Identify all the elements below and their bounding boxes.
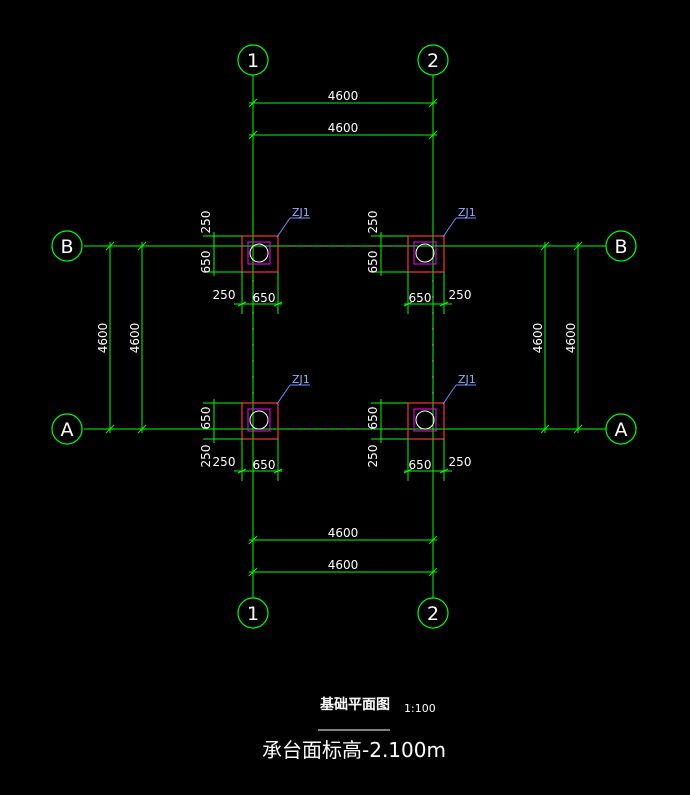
dim-cap-a2-width: 650 [409,458,432,472]
dim-cap-b2-height: 650 [366,251,380,274]
dimension-lines-horizontal [248,98,438,577]
dim-cap-a2-offset-y: 250 [366,445,380,468]
axis-label-1-top: 1 [247,50,259,72]
dim-cap-b1-offset-x: 250 [213,288,236,302]
dim-cap-b2-width: 650 [409,291,432,305]
dim-cap-a1-height: 650 [199,407,213,430]
drawing-scale: 1:100 [404,702,436,715]
dim-cap-b2-offset-y: 250 [366,211,380,234]
pile-cap-b2: 650 250 250 650 ZJ1 [366,206,476,314]
dim-cap-b1-width: 650 [253,291,276,305]
axis-label-a-right: A [615,419,628,441]
pile-cap-a1: 650 250 250 650 ZJ1 [199,373,310,481]
dim-left-2: 4600 [128,323,142,354]
dim-left-1: 4600 [96,323,110,354]
dim-cap-a1-width: 650 [253,458,276,472]
axis-bubble-1-bottom: 1 [237,597,269,629]
dim-bottom-1: 4600 [328,526,359,540]
axis-bubble-b-left: B [51,230,83,262]
tag-cap-b2: ZJ1 [458,206,476,219]
axis-label-b-left: B [60,236,73,258]
pile-cap-b1: 650 250 250 650 ZJ1 [199,206,310,314]
dim-cap-b1-height: 650 [199,251,213,274]
tag-cap-b1: ZJ1 [292,206,310,219]
elevation-note: 承台面标高-2.100m [262,738,446,762]
axis-bubble-a-right: A [605,413,637,445]
dim-top-1: 4600 [328,89,359,103]
axis-label-1-bottom: 1 [247,603,259,625]
tag-cap-a1: ZJ1 [292,373,310,386]
dim-cap-a1-offset-x: 250 [213,455,236,469]
dimension-lines-vertical [105,241,583,434]
dim-top-2: 4600 [328,121,359,135]
dim-cap-a1-offset-y: 250 [199,445,213,468]
axis-label-b-right: B [614,236,627,258]
dim-right-1: 4600 [531,323,545,354]
dim-right-2: 4600 [564,323,578,354]
tag-cap-a2: ZJ1 [458,373,476,386]
dim-cap-b2-offset-x: 250 [449,288,472,302]
axis-bubble-a-left: A [51,413,83,445]
axis-label-2-top: 2 [427,50,439,72]
pile-cap-a2: 650 250 250 650 ZJ1 [366,373,476,481]
dim-cap-b1-offset-y: 250 [199,211,213,234]
axis-label-2-bottom: 2 [427,603,439,625]
dim-cap-a2-offset-x: 250 [449,455,472,469]
axis-bubble-b-right: B [605,230,637,262]
grid-lines [84,75,606,598]
dim-bottom-2: 4600 [328,558,359,572]
axis-bubble-2-top: 2 [417,44,449,76]
dim-cap-a2-height: 650 [366,407,380,430]
axis-label-a-left: A [61,419,74,441]
axis-bubble-2-bottom: 2 [417,597,449,629]
grid-center-marks [252,245,434,430]
axis-bubble-1-top: 1 [237,44,269,76]
drawing-title: 基础平面图 [320,696,390,713]
